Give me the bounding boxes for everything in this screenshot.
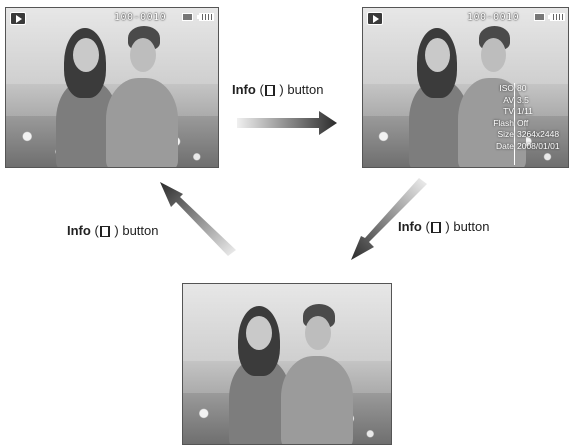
info-key: Date <box>496 140 514 151</box>
info-row-size: Size 3264x2448 <box>474 129 566 141</box>
transition-label-1: Info ( ) button <box>232 82 323 97</box>
info-button-icon <box>264 85 275 96</box>
battery-icon <box>548 13 565 21</box>
photo-face-woman <box>425 38 450 72</box>
label-open: ( <box>90 223 99 238</box>
info-label-bold: Info <box>398 219 422 234</box>
play-icon <box>10 12 26 25</box>
photo-face-man <box>130 38 156 72</box>
info-key: TV <box>503 106 514 116</box>
info-label-bold: Info <box>67 223 91 238</box>
info-key: Flash <box>493 117 514 128</box>
memory-card-icon <box>534 13 545 21</box>
info-value: Off <box>517 117 529 128</box>
info-row-date: Date 2008/01/01 <box>474 141 566 153</box>
arrow-down-left <box>351 178 427 260</box>
info-button-icon <box>99 226 110 237</box>
arrow-up-left <box>160 182 236 256</box>
battery-icon <box>197 13 214 21</box>
info-value: 3264x2448 <box>517 129 560 139</box>
info-row-tv: TV 1/11 <box>474 106 566 118</box>
label-close: ) button <box>441 219 490 234</box>
info-key: AV <box>503 94 514 105</box>
info-value: 3.5 <box>517 94 529 105</box>
info-row-av: AV 3.5 <box>474 95 566 107</box>
transition-label-2: Info ( ) button <box>398 219 489 234</box>
shooting-info-panel: ISO 80 AV 3.5 TV 1/11 Flash Off Size 326… <box>474 83 566 165</box>
label-close: ) button <box>275 82 324 97</box>
photo-face-man <box>305 316 331 350</box>
label-open: ( <box>421 219 430 234</box>
info-divider <box>514 83 515 165</box>
transition-label-3: Info ( ) button <box>67 223 158 238</box>
info-key: ISO <box>499 83 514 93</box>
photo-person-man <box>281 356 353 444</box>
screen-photo-info: 100-0010 ISO 80 AV 3.5 TV 1/11 Flash Off… <box>362 7 569 168</box>
memory-card-icon <box>182 13 193 21</box>
info-value: 2008/01/01 <box>517 140 560 151</box>
info-label-bold: Info <box>232 82 256 97</box>
photo-face-woman <box>246 316 272 350</box>
info-value: 80 <box>517 83 527 93</box>
photo-background <box>183 284 391 361</box>
info-key: Size <box>497 129 514 139</box>
photo-person-man <box>106 78 178 167</box>
info-row-iso: ISO 80 <box>474 83 566 95</box>
info-button-icon <box>430 222 441 233</box>
screen-photo-basic: 100-0010 <box>5 7 219 168</box>
file-number: 100-0010 <box>114 12 167 23</box>
photo-face-man <box>481 38 506 72</box>
label-open: ( <box>255 82 264 97</box>
arrow-right <box>237 111 337 135</box>
info-value: 1/11 <box>517 106 533 116</box>
info-row-flash: Flash Off <box>474 118 566 130</box>
label-close: ) button <box>110 223 159 238</box>
photo-background <box>363 8 568 85</box>
screen-photo-no-icons <box>182 283 392 445</box>
photo-face-woman <box>73 38 99 72</box>
play-icon <box>367 12 383 25</box>
file-number: 100-0010 <box>467 12 520 23</box>
